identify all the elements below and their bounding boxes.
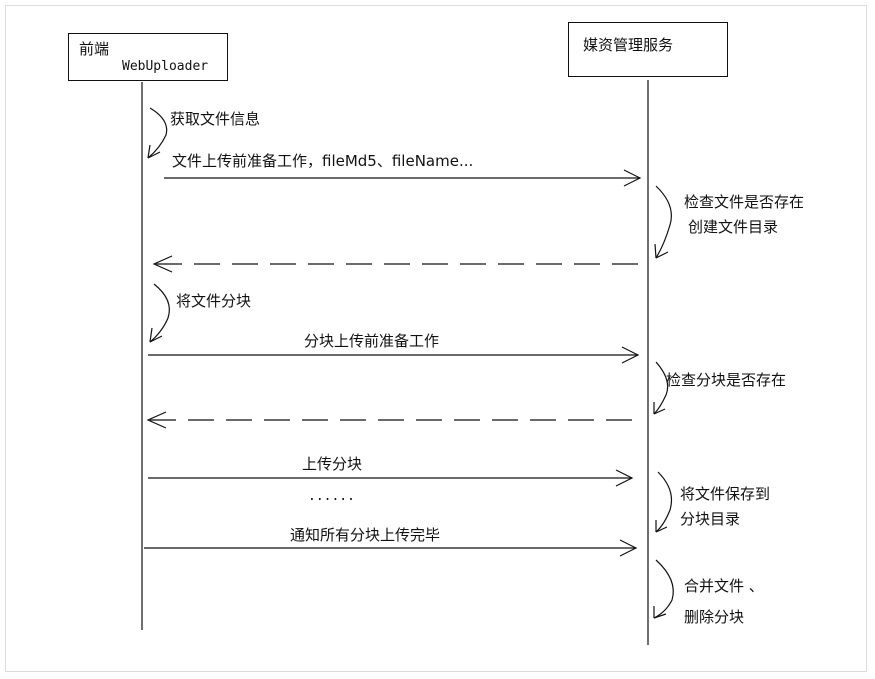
self-arrow-merge: [653, 559, 674, 619]
frontend-participant-box: [68, 33, 228, 81]
frontend-title: 前端: [79, 40, 110, 58]
arrow-notify-done-head: [619, 539, 638, 557]
label-merge-file: 合并文件 、: [684, 577, 764, 595]
self-arrow-check-chunk: [653, 361, 669, 415]
self-arrow-check-chunk-head: [653, 402, 666, 415]
return-arrow-1-head: [152, 255, 173, 273]
arrow-prepare-upload-head: [623, 169, 642, 187]
self-arrow-get-file-info-head: [147, 144, 161, 159]
label-get-file-info: 获取文件信息: [170, 110, 261, 128]
label-chunk-dir: 分块目录: [680, 510, 741, 528]
self-arrow-merge-head: [653, 606, 667, 619]
label-notify-done: 通知所有分块上传完毕: [290, 526, 441, 544]
label-upload-chunk: 上传分块: [302, 455, 363, 473]
label-prepare-upload: 文件上传前准备工作，fileMd5、fileName...: [172, 152, 474, 170]
self-arrow-get-file-info: [147, 107, 168, 159]
server-title: 媒资管理服务: [583, 36, 674, 54]
diagram-frame: [5, 5, 867, 672]
arrow-upload-chunk-head: [615, 469, 634, 487]
label-chunk-prepare: 分块上传前准备工作: [304, 332, 440, 350]
frontend-subtitle: WebUploader: [122, 59, 209, 74]
self-arrow-save-file-head: [655, 520, 668, 533]
label-create-dir: 创建文件目录: [688, 218, 779, 236]
arrow-chunk-prepare-head: [621, 346, 640, 364]
label-check-chunk: 检查分块是否存在: [666, 371, 787, 389]
self-arrow-check-file: [655, 185, 672, 259]
label-ellipsis: ......: [308, 489, 355, 504]
self-arrow-check-file-head: [654, 243, 669, 259]
self-arrow-split-file: [149, 283, 170, 343]
label-delete-chunks: 删除分块: [684, 608, 745, 626]
label-split-file: 将文件分块: [176, 292, 252, 310]
self-arrow-save-file: [655, 471, 673, 533]
self-arrow-split-file-head: [149, 327, 163, 343]
return-arrow-2-head: [146, 411, 167, 429]
server-participant-box: [568, 22, 728, 77]
label-save-file: 将文件保存到: [680, 485, 771, 503]
label-check-file: 检查文件是否存在: [684, 193, 805, 211]
